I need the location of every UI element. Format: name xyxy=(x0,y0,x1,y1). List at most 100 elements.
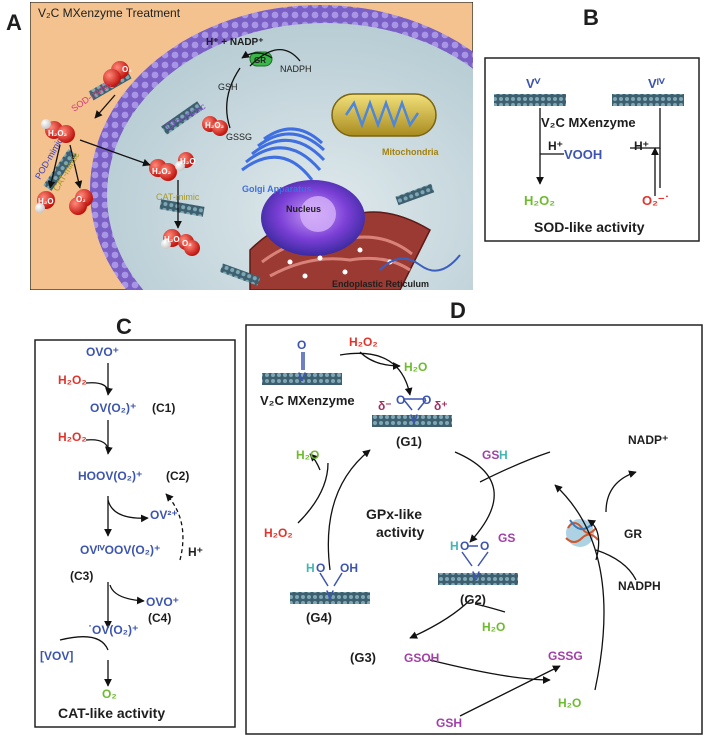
c-h2o2-2: H₂O₂ xyxy=(58,430,87,444)
d-gssg: GSSG xyxy=(548,649,583,663)
label-gr: GR xyxy=(254,56,266,65)
c-label-c2: (C2) xyxy=(166,469,189,483)
panel-c-frame xyxy=(34,339,236,728)
d-gsh-top-gs: GS xyxy=(482,448,499,462)
d-g2-h: H xyxy=(450,539,459,553)
nanosheet-g1 xyxy=(372,415,452,427)
d-o-left: O xyxy=(396,393,405,407)
c-ov-radical: ˙OV(O₂)⁺ xyxy=(88,623,138,637)
label-er: Endoplastic Reticulum xyxy=(332,279,429,289)
d-g1: (G1) xyxy=(396,434,422,449)
c-hoov: HOOV(O₂)⁺ xyxy=(78,469,142,483)
b-vooh: VOOH xyxy=(564,147,602,162)
d-g2: (G2) xyxy=(460,592,486,607)
d-mxenzyme: V₂C MXenzyme xyxy=(260,393,355,408)
label-cat-mimic-center: CAT-mimic xyxy=(156,192,200,202)
c-oviv: OVᴵⱽOOV(O₂)⁺ xyxy=(80,543,160,557)
label-h-nadp: H⁺ + NADP⁺ xyxy=(206,37,264,48)
label-gsh: GSH xyxy=(218,82,238,92)
molecule-h2o-left xyxy=(35,191,55,213)
d-g3: (G3) xyxy=(350,650,376,665)
c-label-c3: (C3) xyxy=(70,569,93,583)
d-nadph: NADPH xyxy=(618,579,661,593)
panel-b: B Vⱽ Vᴵⱽ V₂C MXenzyme H⁺ VOOH H⁺ H₂O₂ O₂… xyxy=(484,5,700,242)
d-g2-o1: O xyxy=(460,539,469,553)
d-h2o-g2: H₂O xyxy=(482,620,505,634)
panel-b-frame xyxy=(484,57,700,242)
d-o-right: O xyxy=(422,393,431,407)
d-v-top: V xyxy=(298,370,306,384)
panel-a-title: V₂C MXenzyme Treatment xyxy=(38,6,181,20)
molecule-label-h2o-center: H₂O xyxy=(164,235,180,244)
c-label-c4: (C4) xyxy=(148,611,171,625)
molecule-h2o-center xyxy=(161,229,181,249)
mitochondria xyxy=(331,93,437,137)
nanosheet-gpx-mimic xyxy=(161,101,203,135)
b-h-left: H⁺ xyxy=(548,139,563,153)
d-gpx-line1: GPx-like xyxy=(366,506,422,522)
panel-b-letter: B xyxy=(583,5,599,30)
nucleus xyxy=(261,180,365,256)
d-g4-v: V xyxy=(326,588,334,602)
panel-d-letter: D xyxy=(450,298,466,323)
molecule-label-h2o-left: H₂O xyxy=(38,197,54,206)
panel-a: A xyxy=(6,2,473,290)
molecule-h2o2-center xyxy=(149,159,177,181)
label-nucleus: Nucleus xyxy=(286,204,321,214)
d-h2o-left: H₂O xyxy=(296,448,319,462)
nanosheet-b-left xyxy=(494,94,566,106)
d-delta-minus: δ⁻ xyxy=(378,399,392,413)
golgi-apparatus xyxy=(241,127,326,181)
label-mitochondria: Mitochondria xyxy=(382,147,439,157)
c-ovo-top: OVO⁺ xyxy=(86,345,119,359)
label-gssg: GSSG xyxy=(226,132,252,142)
d-o-top: O xyxy=(297,338,306,352)
molecule-label-h2o2-gpx: H₂O₂ xyxy=(205,121,225,130)
d-g2-gs: GS xyxy=(498,531,515,545)
d-g4-o1: O xyxy=(316,561,325,575)
c-ov2: OV²⁺ xyxy=(150,508,178,522)
panel-d: D xyxy=(245,298,703,735)
d-h2o2-top: H₂O₂ xyxy=(349,335,378,349)
d-g4: (G4) xyxy=(306,610,332,625)
c-vov: [VOV] xyxy=(40,649,73,663)
b-v4: Vᴵⱽ xyxy=(648,76,665,91)
molecule-label-h2o2-left: H₂O₂ xyxy=(48,129,68,138)
c-ov-o2: OV(O₂)⁺ xyxy=(90,401,136,415)
d-g2-o2: O xyxy=(480,539,489,553)
nanosheet-g2 xyxy=(438,573,518,585)
panel-a-letter: A xyxy=(6,10,22,35)
panel-c: C OVO⁺ H₂O₂ OV(O₂)⁺ (C1) H₂O₂ HOOV(O₂)⁺ … xyxy=(34,314,236,728)
d-gsoh: GSOH xyxy=(404,651,439,665)
nanosheet-cytoplasm-1 xyxy=(395,183,435,206)
b-superoxide: O₂⁻˙ xyxy=(642,193,669,208)
d-gsh-top-h: H xyxy=(499,448,508,462)
nanosheet-cytoplasm-2 xyxy=(219,263,261,286)
molecule-label-h2o2-center: H₂O₂ xyxy=(152,167,172,176)
d-g4-oh: OH xyxy=(340,561,358,575)
d-g4-h: H xyxy=(306,561,315,575)
panel-c-letter: C xyxy=(116,314,132,339)
c-label-c1: (C1) xyxy=(152,401,175,415)
c-o2: O₂ xyxy=(102,687,117,701)
c-ovo-mid: OVO⁺ xyxy=(146,595,179,609)
panel-d-frame xyxy=(245,324,703,735)
d-delta-plus: δ⁺ xyxy=(434,399,448,413)
molecule-h2o2-left xyxy=(41,119,75,143)
nanosheet-d-top xyxy=(262,373,342,385)
d-gr: GR xyxy=(624,527,642,541)
d-nadp: NADP⁺ xyxy=(628,433,668,447)
d-gpx-line2: activity xyxy=(376,524,424,540)
nanosheet-b-right xyxy=(612,94,684,106)
molecule-label-o2-top: O₂ xyxy=(122,65,132,74)
molecule-o2-top xyxy=(103,61,129,87)
b-caption: SOD-like activity xyxy=(534,219,645,235)
b-h2o2: H₂O₂ xyxy=(524,193,555,208)
d-h2o2-left: H₂O₂ xyxy=(264,526,293,540)
molecule-label-h2o-gpx: H₂O xyxy=(180,157,196,166)
molecule-o2-center xyxy=(178,234,200,256)
label-nadph: NADPH xyxy=(280,64,312,74)
label-golgi: Golgi Apparatus xyxy=(242,184,312,194)
d-h2o-top: H₂O xyxy=(404,360,427,374)
